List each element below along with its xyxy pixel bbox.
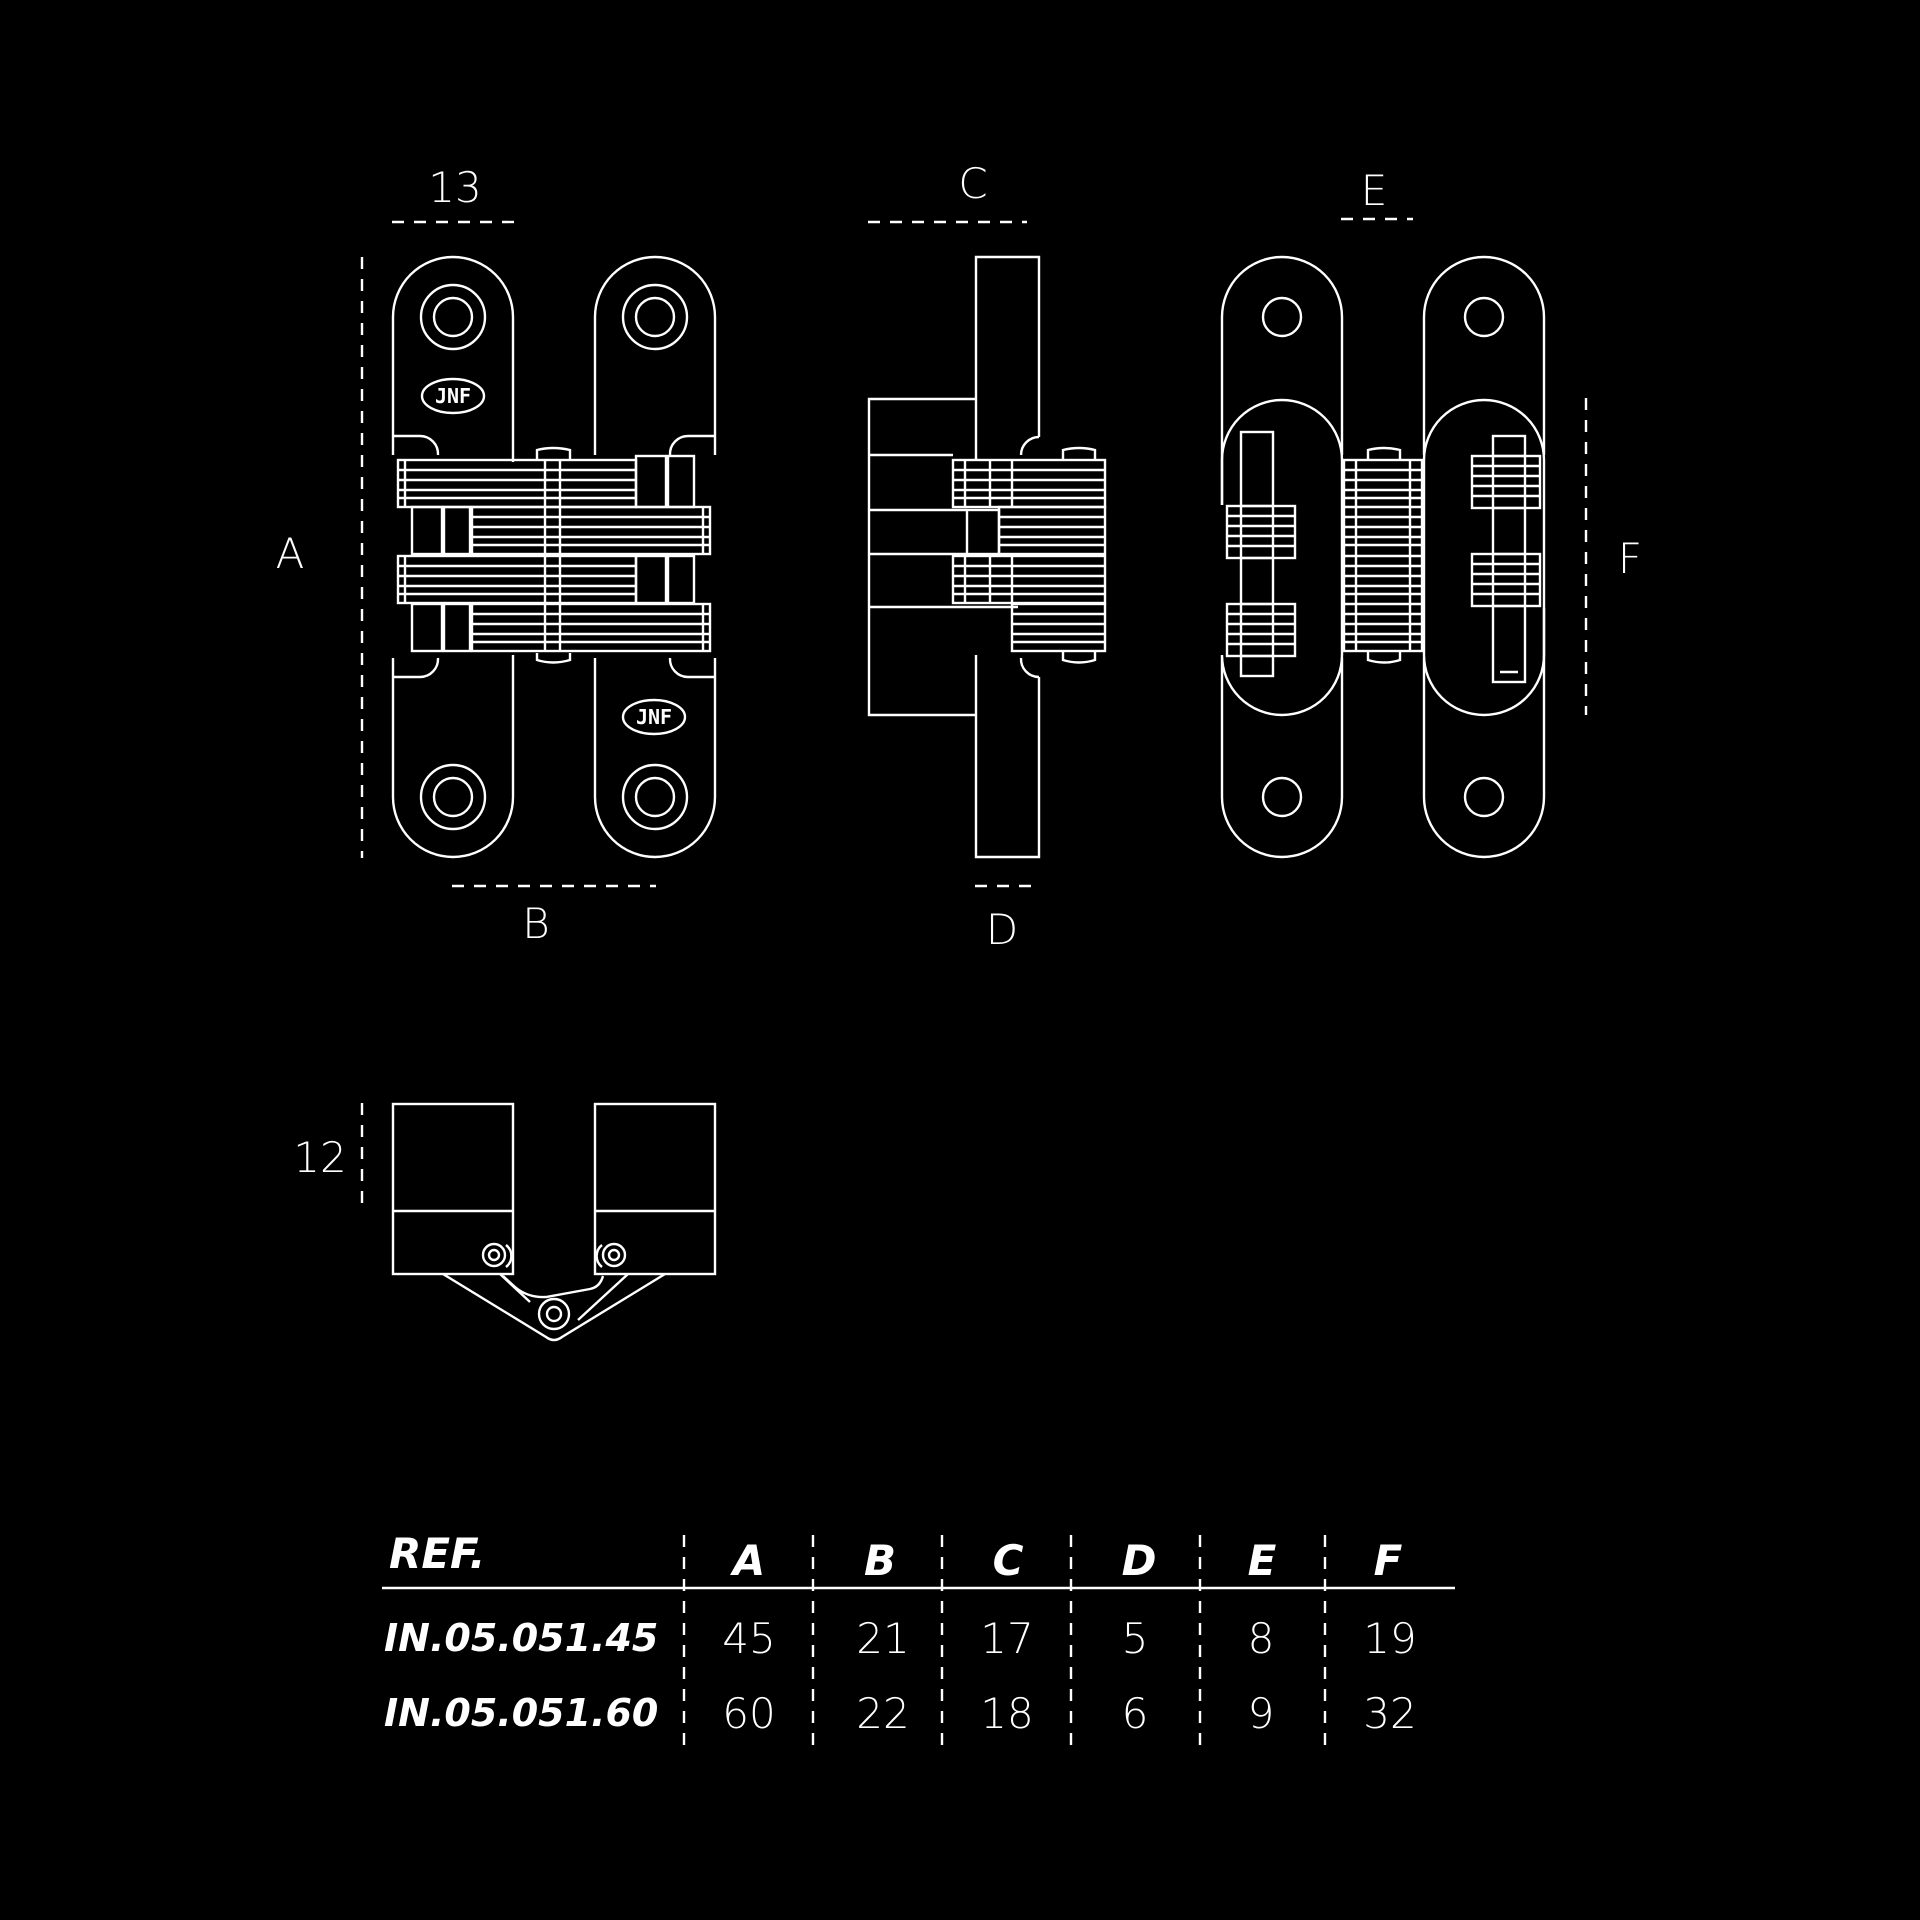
pivot-icon [601, 1242, 627, 1268]
side-pin [965, 508, 1001, 556]
bottom-left-block [391, 1102, 515, 1276]
open-right-leaf-bottom [1422, 608, 1546, 859]
screw-hole-inner [634, 296, 676, 338]
screw-hole-icon [1261, 296, 1303, 338]
table-cell: 5 [1122, 1614, 1149, 1663]
dim-label-d: D [986, 905, 1018, 954]
open-right-arms [1470, 434, 1542, 684]
open-left-leaf-top [1220, 255, 1344, 505]
open-left-arms [1225, 430, 1297, 678]
screw-hole-icon [419, 283, 487, 351]
bottom-arm-link [577, 1273, 629, 1321]
table-cell: 22 [856, 1689, 909, 1738]
fillet [668, 434, 715, 456]
dim-label-e: E [1361, 166, 1388, 215]
open-right-leaf-top [1422, 255, 1546, 455]
side-view: C D [867, 159, 1107, 954]
pivot-arc [505, 1244, 513, 1268]
table-cell: 17 [980, 1614, 1033, 1663]
table-cell: 45 [722, 1614, 775, 1663]
screw-hole-icon [1463, 296, 1505, 338]
table-header-a: A [730, 1536, 766, 1585]
fillet [393, 434, 440, 456]
table-header-d: D [1122, 1536, 1157, 1585]
table-cell: 19 [1363, 1614, 1416, 1663]
pivot-arc [595, 1244, 603, 1268]
bottom-arm-link [499, 1273, 531, 1303]
bottom-view: 12 [293, 1102, 717, 1342]
table-cell: 8 [1248, 1614, 1275, 1663]
logo-text: JNF [636, 705, 672, 729]
left-leaf-top [391, 255, 515, 462]
bottom-right-block [593, 1102, 717, 1276]
screw-hole-icon [1261, 776, 1303, 818]
bottom-arm-outer [442, 1272, 666, 1342]
table-row-ref: IN.05.051.45 [384, 1616, 658, 1660]
open-left-pocket [1220, 398, 1344, 717]
dimension-table: REF. A B C D E F IN.05.051.45 45 21 17 5… [382, 1529, 1455, 1752]
right-leaf-bottom [593, 658, 717, 859]
screw-hole-icon [419, 763, 487, 831]
table-row-ref: IN.05.051.60 [384, 1691, 658, 1735]
table-row: IN.05.051.45 45 21 17 5 8 19 [384, 1614, 1417, 1663]
table-cell: 6 [1122, 1689, 1149, 1738]
dim-label-b: B [522, 899, 550, 948]
table-header-ref: REF. [389, 1529, 485, 1578]
side-arms [951, 446, 1107, 664]
fillet [1019, 435, 1040, 456]
pivot-icon [481, 1242, 507, 1268]
screw-hole-inner [432, 296, 474, 338]
side-plate-bottom [974, 655, 1041, 859]
bottom-arm-inner [502, 1275, 605, 1299]
logo-badge-icon [621, 698, 687, 736]
dim-label-a: A [276, 529, 305, 578]
center-pivot-icon [537, 1297, 571, 1331]
pivot-inner [487, 1248, 501, 1262]
logo-badge-icon [420, 377, 486, 415]
table-header-e: E [1248, 1536, 1277, 1585]
table-cell: 21 [856, 1614, 909, 1663]
screw-hole-icon [1463, 776, 1505, 818]
center-pivot-inner [545, 1305, 563, 1323]
side-body-block [867, 397, 976, 717]
right-leaf-top [593, 255, 717, 455]
table-row: IN.05.051.60 60 22 18 6 9 32 [384, 1689, 1417, 1738]
pin-cap [535, 653, 572, 664]
open-left-leaf-bottom [1220, 658, 1344, 859]
dim-label-f: F [1618, 534, 1642, 583]
table-cell: 18 [980, 1689, 1033, 1738]
fillet [393, 657, 440, 679]
open-view: E F [1220, 166, 1642, 859]
left-leaf-bottom [391, 655, 515, 859]
table-header-c: C [993, 1536, 1024, 1585]
logo-text: JNF [435, 384, 471, 408]
table-cell: 9 [1248, 1689, 1275, 1738]
pivot-inner [607, 1248, 621, 1262]
screw-hole-icon [621, 763, 689, 831]
side-body-lines [869, 453, 1018, 609]
open-right-pocket [1422, 398, 1546, 717]
dim-label-13: 13 [428, 163, 481, 212]
knuckle-arms [396, 454, 712, 653]
table-cell: 60 [722, 1689, 775, 1738]
table-cell: 32 [1363, 1689, 1416, 1738]
screw-hole-inner [634, 776, 676, 818]
front-view: 13 A B JNF JNF [276, 163, 717, 948]
fillet [1019, 657, 1040, 679]
side-plate-top [974, 255, 1041, 460]
table-header-b: B [864, 1536, 896, 1585]
screw-hole-icon [621, 283, 689, 351]
open-center-ribs [1342, 446, 1424, 664]
dim-label-12: 12 [293, 1133, 346, 1182]
pin-cap [535, 446, 572, 460]
table-header-f: F [1374, 1536, 1403, 1585]
fillet [668, 657, 715, 679]
dim-label-c: C [958, 159, 987, 208]
screw-hole-inner [432, 776, 474, 818]
